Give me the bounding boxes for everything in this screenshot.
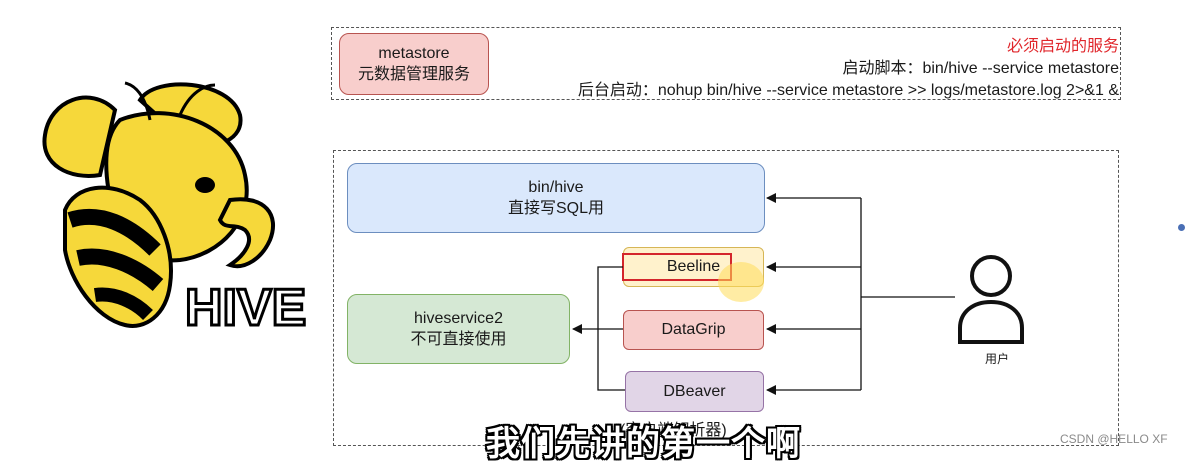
required-service-note: 必须启动的服务	[1006, 38, 1119, 55]
clients-to-hiveserver2-lines	[572, 266, 625, 391]
user-label: 用户	[985, 352, 1010, 366]
hiveserver2-line-1: hiveservice2	[414, 310, 503, 327]
hive-logo-text: HIVE	[185, 279, 306, 337]
hive-logo-body	[42, 81, 276, 328]
metastore-box-line-2: 元数据管理服务	[357, 66, 470, 83]
hive-clients-container	[333, 150, 1119, 446]
hive-logo: HIVE	[42, 81, 308, 339]
edge-dot	[1178, 224, 1185, 231]
hiveserver2-box: hiveservice2 不可直接使用	[347, 294, 570, 364]
background-start-text: 后台启动：nohup bin/hive --service metastore …	[577, 82, 1119, 99]
bin-hive-line-2: 直接写SQL用	[507, 200, 605, 217]
cursor-glow	[718, 262, 764, 302]
dbeaver-label: DBeaver	[663, 382, 726, 400]
bin-hive-box: bin/hive 直接写SQL用	[347, 163, 765, 233]
connectors	[572, 193, 955, 395]
video-subtitle: 我们先讲的第一个啊	[486, 425, 801, 463]
user-to-clients-lines	[766, 193, 955, 395]
client-caption: (客户端解析器)	[620, 422, 727, 439]
dbeaver-box: DBeaver	[625, 371, 764, 412]
metastore-box-line-1: metastore	[378, 45, 450, 62]
datagrip-label: DataGrip	[661, 321, 726, 338]
metastore-notes: 必须启动的服务 启动脚本：bin/hive --service metastor…	[490, 30, 1119, 100]
hiveserver2-line-2: 不可直接使用	[410, 331, 507, 348]
metastore-container	[331, 27, 1121, 100]
beeline-label: Beeline	[666, 258, 721, 275]
user-icon	[958, 255, 1024, 344]
start-script-text: 启动脚本：bin/hive --service metastore	[842, 60, 1119, 77]
csdn-watermark: CSDN @HELLO XF	[1060, 432, 1168, 446]
bin-hive-line-1: bin/hive	[528, 179, 584, 196]
metastore-box: metastore 元数据管理服务	[339, 33, 489, 95]
datagrip-box: DataGrip	[623, 310, 764, 350]
